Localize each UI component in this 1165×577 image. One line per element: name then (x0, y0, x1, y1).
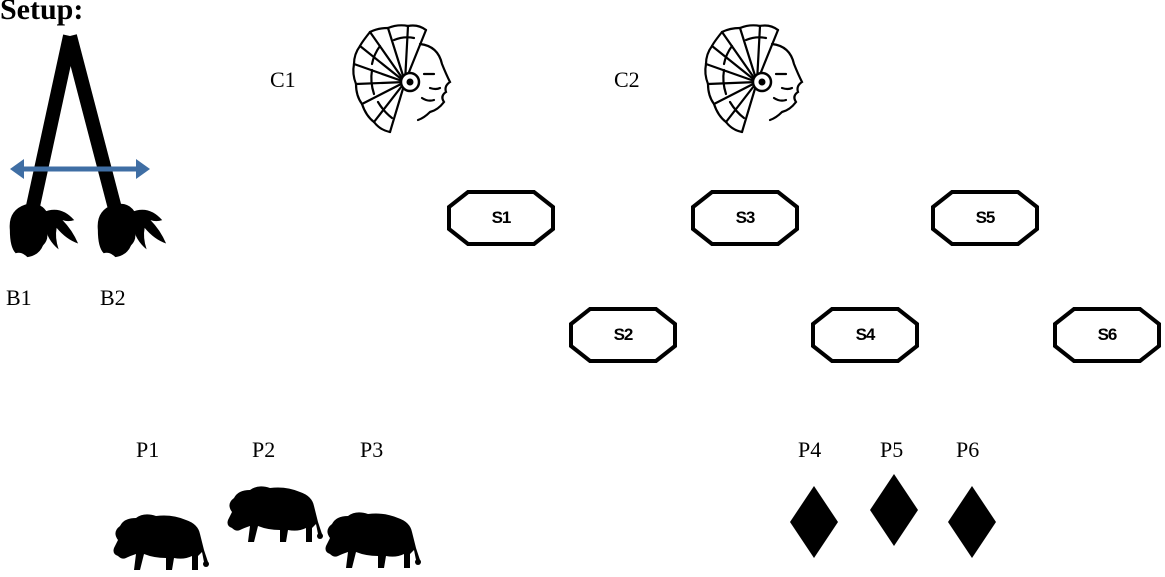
station-label: S6 (1097, 325, 1118, 344)
player-label-p5: P5 (880, 437, 904, 462)
page-title: Setup: (0, 0, 84, 26)
brave-label-b1: B1 (6, 285, 32, 310)
b1-head-icon (4, 190, 82, 260)
station-s3: S3 (690, 189, 800, 247)
station-s6: S6 (1052, 306, 1162, 364)
station-label: S5 (975, 208, 996, 227)
diamond-icon (944, 484, 1000, 560)
player-label-p6: P6 (956, 437, 980, 462)
brave-label-b2: B2 (100, 285, 126, 310)
coach-label-c1: C1 (270, 67, 296, 92)
b2-head-icon (92, 190, 170, 260)
station-s4: S4 (810, 306, 920, 364)
station-label: S3 (735, 208, 756, 227)
chief-headdress-icon (350, 24, 460, 134)
station-label: S1 (491, 208, 512, 227)
double-arrow (8, 156, 152, 182)
player-label-p1: P1 (136, 437, 160, 462)
player-label-p3: P3 (360, 437, 384, 462)
player-label-p2: P2 (252, 437, 276, 462)
station-label: S2 (613, 325, 634, 344)
chief-headdress-icon (702, 24, 812, 134)
buffalo-icon (110, 510, 210, 572)
brave-a-frame (0, 30, 180, 270)
diamond-icon (786, 484, 842, 560)
station-label: S4 (855, 325, 876, 344)
station-s2: S2 (568, 306, 678, 364)
buffalo-icon (322, 508, 422, 570)
diamond-icon (866, 472, 922, 548)
coach-label-c2: C2 (614, 67, 640, 92)
player-label-p4: P4 (798, 437, 822, 462)
station-s1: S1 (446, 189, 556, 247)
buffalo-icon (224, 482, 324, 544)
station-s5: S5 (930, 189, 1040, 247)
